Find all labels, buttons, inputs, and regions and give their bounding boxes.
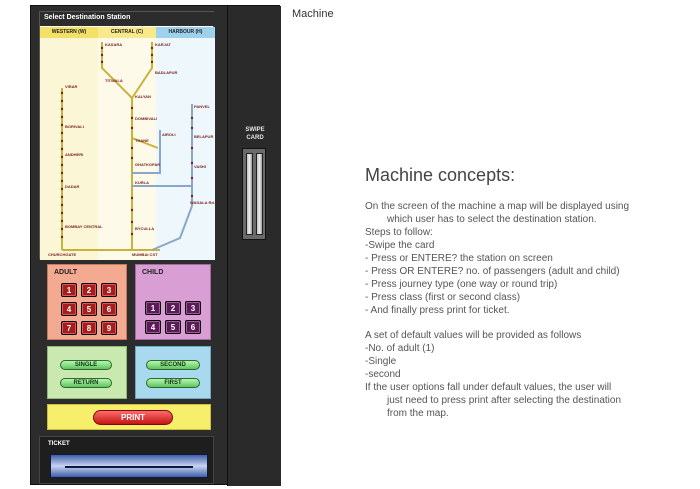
- map-label-andheri[interactable]: ANDHERI: [65, 152, 83, 157]
- map-label-borivali[interactable]: BORIVALI: [65, 124, 84, 129]
- line-header-western: WESTERN (W): [40, 27, 98, 38]
- first-class-button[interactable]: FIRST: [146, 378, 200, 388]
- map-label-bombay-central[interactable]: BOMBAY CENTRAL: [65, 224, 103, 229]
- adult-key-5[interactable]: 5: [81, 302, 97, 316]
- child-key-6[interactable]: 6: [185, 320, 201, 334]
- map-label-badlapur[interactable]: BADLAPUR: [155, 70, 178, 75]
- map-label-kasara[interactable]: KASARA: [105, 42, 122, 47]
- concept-line: -Swipe the card: [365, 240, 435, 251]
- map-label-titwala[interactable]: TITWALA: [105, 78, 123, 83]
- adult-key-4[interactable]: 4: [61, 302, 77, 316]
- map-label-mumbai-cst[interactable]: MUMBAI CST: [132, 252, 158, 257]
- child-key-3[interactable]: 3: [185, 301, 201, 315]
- map-label-karjat[interactable]: KARJAT: [155, 42, 171, 47]
- return-button[interactable]: RETURN: [60, 378, 112, 388]
- child-label: CHILD: [142, 269, 164, 276]
- map-label-byculla[interactable]: BYCULLA: [135, 226, 154, 231]
- adult-key-6[interactable]: 6: [101, 302, 117, 316]
- map-label-panvel[interactable]: PANVEL: [194, 104, 210, 109]
- second-class-button[interactable]: SECOND: [146, 360, 200, 370]
- map-label-churchgate[interactable]: CHURCHGATE: [48, 252, 76, 257]
- child-key-2[interactable]: 2: [165, 301, 181, 315]
- concept-line: - Press or ENTERE? the station on screen: [365, 253, 553, 264]
- map-label-kurla[interactable]: KURLA: [135, 180, 149, 185]
- adult-key-1[interactable]: 1: [61, 283, 77, 297]
- default-line: from the map.: [387, 408, 449, 419]
- default-line: just need to press print after selecting…: [387, 395, 622, 406]
- child-key-4[interactable]: 4: [145, 320, 161, 334]
- map-label-belapur[interactable]: BELAPUR: [194, 134, 213, 139]
- adult-key-2[interactable]: 2: [81, 283, 97, 297]
- line-header-harbour: HARBOUR (H): [156, 27, 215, 38]
- concept-line: On the screen of the machine a map will …: [365, 201, 630, 212]
- swipe-label-line-2: CARD: [246, 135, 264, 141]
- railway-map[interactable]: VIRAR BORIVALI ANDHERI DADAR BOMBAY CENT…: [40, 38, 215, 260]
- child-key-1[interactable]: 1: [145, 301, 161, 315]
- map-label-vashi[interactable]: VASHI: [194, 164, 206, 169]
- single-button[interactable]: SINGLE: [60, 360, 112, 370]
- page-caption: Machine: [292, 8, 334, 20]
- concepts-heading: Machine concepts:: [365, 165, 516, 185]
- map-label-virar[interactable]: VIRAR: [65, 84, 78, 89]
- concepts-description: On the screen of the machine a map will …: [365, 200, 685, 420]
- line-header-central: CENTRAL (C): [98, 27, 156, 38]
- map-label-dadar[interactable]: DADAR: [65, 184, 80, 189]
- map-label-kalyan[interactable]: KALYAN: [135, 94, 151, 99]
- adult-keypad-panel: ADULT 1 2 3 4 5 6 7 8 9: [47, 264, 127, 340]
- journey-type-panel: SINGLE RETURN: [47, 346, 127, 399]
- concept-line: Steps to follow:: [365, 227, 433, 238]
- adult-key-7[interactable]: 7: [61, 321, 77, 335]
- child-keypad-panel: CHILD 1 2 3 4 5 6: [135, 264, 211, 340]
- screen-title: Select Destination Station: [40, 12, 215, 26]
- card-swipe-slot[interactable]: [242, 148, 266, 240]
- map-label-dombivali[interactable]: DOMBIVALI: [135, 116, 157, 121]
- concept-line: - Press OR ENTERE? no. of passengers (ad…: [365, 266, 620, 277]
- default-line: -No. of adult (1): [365, 343, 435, 354]
- ticket-label: TICKET: [48, 441, 70, 447]
- concept-line: - Press class (first or second class): [365, 292, 521, 303]
- map-label-wadala[interactable]: WADALA Rd.: [190, 200, 215, 205]
- ticket-output: TICKET: [39, 436, 214, 484]
- adult-key-3[interactable]: 3: [101, 283, 117, 297]
- class-panel: SECOND FIRST: [135, 346, 211, 399]
- ticket-slot[interactable]: [50, 454, 208, 478]
- machine-side-column: SWIPE CARD: [227, 6, 281, 486]
- print-panel: PRINT: [47, 404, 211, 430]
- map-label-ghatkopar[interactable]: GHATKOPAR: [135, 162, 160, 167]
- swipe-card-label: SWIPE CARD: [228, 126, 282, 142]
- default-line: -second: [365, 369, 401, 380]
- default-line: -Single: [365, 356, 397, 367]
- map-screen[interactable]: Select Destination Station WESTERN (W) C…: [39, 11, 215, 260]
- map-label-thane[interactable]: THANE: [135, 138, 149, 143]
- default-line: A set of default values will be provided…: [365, 330, 582, 341]
- ticket-machine: Select Destination Station WESTERN (W) C…: [30, 5, 281, 486]
- map-label-airoli[interactable]: AIROLI: [162, 132, 176, 137]
- swipe-label-line-1: SWIPE: [245, 127, 265, 133]
- default-line: If the user options fall under default v…: [365, 382, 612, 393]
- print-button[interactable]: PRINT: [93, 410, 173, 425]
- adult-key-9[interactable]: 9: [101, 321, 117, 335]
- concept-line: - And finally press print for ticket.: [365, 305, 510, 316]
- adult-key-8[interactable]: 8: [81, 321, 97, 335]
- child-key-5[interactable]: 5: [165, 320, 181, 334]
- concept-line: which user has to select the destination…: [387, 214, 597, 225]
- concept-line: - Press journey type (one way or round t…: [365, 279, 558, 290]
- adult-label: ADULT: [54, 269, 78, 276]
